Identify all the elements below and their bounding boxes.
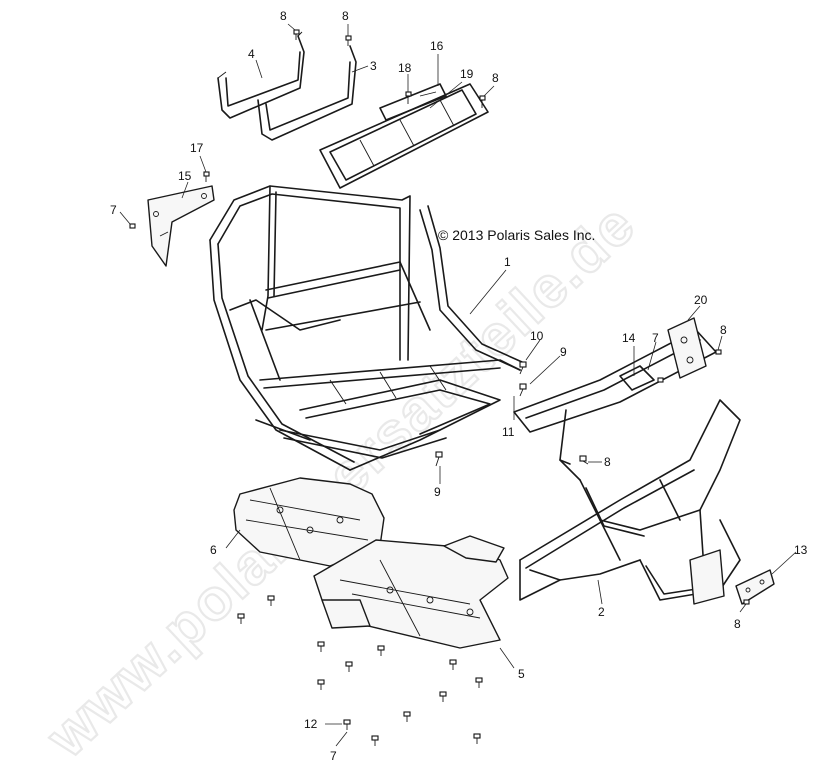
fastener-screw <box>449 659 457 670</box>
part-6-skid-plate <box>233 477 385 567</box>
callout-8: 8 <box>342 9 349 23</box>
part-20-front-bar <box>513 317 717 465</box>
fastener-screw <box>371 735 379 746</box>
fastener-bolt <box>293 29 300 40</box>
part-15-side-bracket <box>147 185 215 267</box>
fastener-screw <box>403 711 411 722</box>
callout-labels: 8 8 4 3 16 18 19 8 17 15 7 1 10 9 11 9 2… <box>110 9 808 763</box>
callout-18: 18 <box>398 61 412 75</box>
part-4-seat-bracket <box>217 31 305 119</box>
part-2-front-frame <box>519 399 741 605</box>
callout-4: 4 <box>248 47 255 61</box>
fastener-bolt <box>657 377 664 383</box>
callout-9: 9 <box>560 345 567 359</box>
fastener-bolt <box>519 361 527 375</box>
fastener-bolt <box>715 349 722 355</box>
fastener-bolt <box>479 95 486 108</box>
callout-8: 8 <box>492 71 499 85</box>
callout-16: 16 <box>430 39 444 53</box>
fastener-screw <box>237 613 245 624</box>
callout-10: 10 <box>530 329 544 343</box>
callout-20: 20 <box>694 293 708 307</box>
fastener-bolt <box>203 171 210 182</box>
callout-9: 9 <box>434 485 441 499</box>
part-5-skid-plate <box>313 535 509 649</box>
part-1-main-frame <box>209 185 523 471</box>
watermark: www.polaris-ersatzteile.de <box>34 191 648 770</box>
callout-8: 8 <box>720 323 727 337</box>
fastener-bolt <box>579 455 589 465</box>
callout-7: 7 <box>110 203 117 217</box>
callout-1: 1 <box>504 255 511 269</box>
callout-2: 2 <box>598 605 605 619</box>
callout-13: 13 <box>794 543 808 557</box>
fastener-screw <box>317 641 325 652</box>
callout-7: 7 <box>330 749 337 763</box>
callout-6: 6 <box>210 543 217 557</box>
fasteners <box>129 29 750 746</box>
fastener-screw <box>267 595 275 606</box>
fastener-screw <box>317 679 325 690</box>
fastener-screw <box>377 645 385 656</box>
callout-14: 14 <box>622 331 636 345</box>
callout-8: 8 <box>734 617 741 631</box>
fastener-bolt <box>405 91 412 104</box>
callout-5: 5 <box>518 667 525 681</box>
callout-12: 12 <box>304 717 318 731</box>
fastener-screw <box>475 677 483 688</box>
fastener-screw <box>345 661 353 672</box>
callout-7: 7 <box>652 331 659 345</box>
fastener-bolt <box>129 223 136 229</box>
fastener-screw <box>439 691 447 702</box>
copyright-notice: © 2013 Polaris Sales Inc. <box>438 227 595 243</box>
fastener-bolt <box>345 35 352 46</box>
callout-3: 3 <box>370 59 377 73</box>
callout-19: 19 <box>460 67 474 81</box>
part-3-seat-bracket <box>257 45 357 141</box>
callout-8: 8 <box>280 9 287 23</box>
callout-17: 17 <box>190 141 204 155</box>
fastener-bolt <box>743 599 750 605</box>
fastener-bolt <box>435 451 443 467</box>
fastener-screw <box>473 733 481 744</box>
leader-lines <box>119 23 797 747</box>
callout-15: 15 <box>178 169 192 183</box>
callout-8: 8 <box>604 455 611 469</box>
fastener-bolt <box>519 383 527 397</box>
fastener-screw <box>343 719 351 730</box>
callout-11: 11 <box>502 425 515 439</box>
part-13-front-bracket <box>735 569 775 605</box>
part-16-seat-frame <box>319 83 489 189</box>
